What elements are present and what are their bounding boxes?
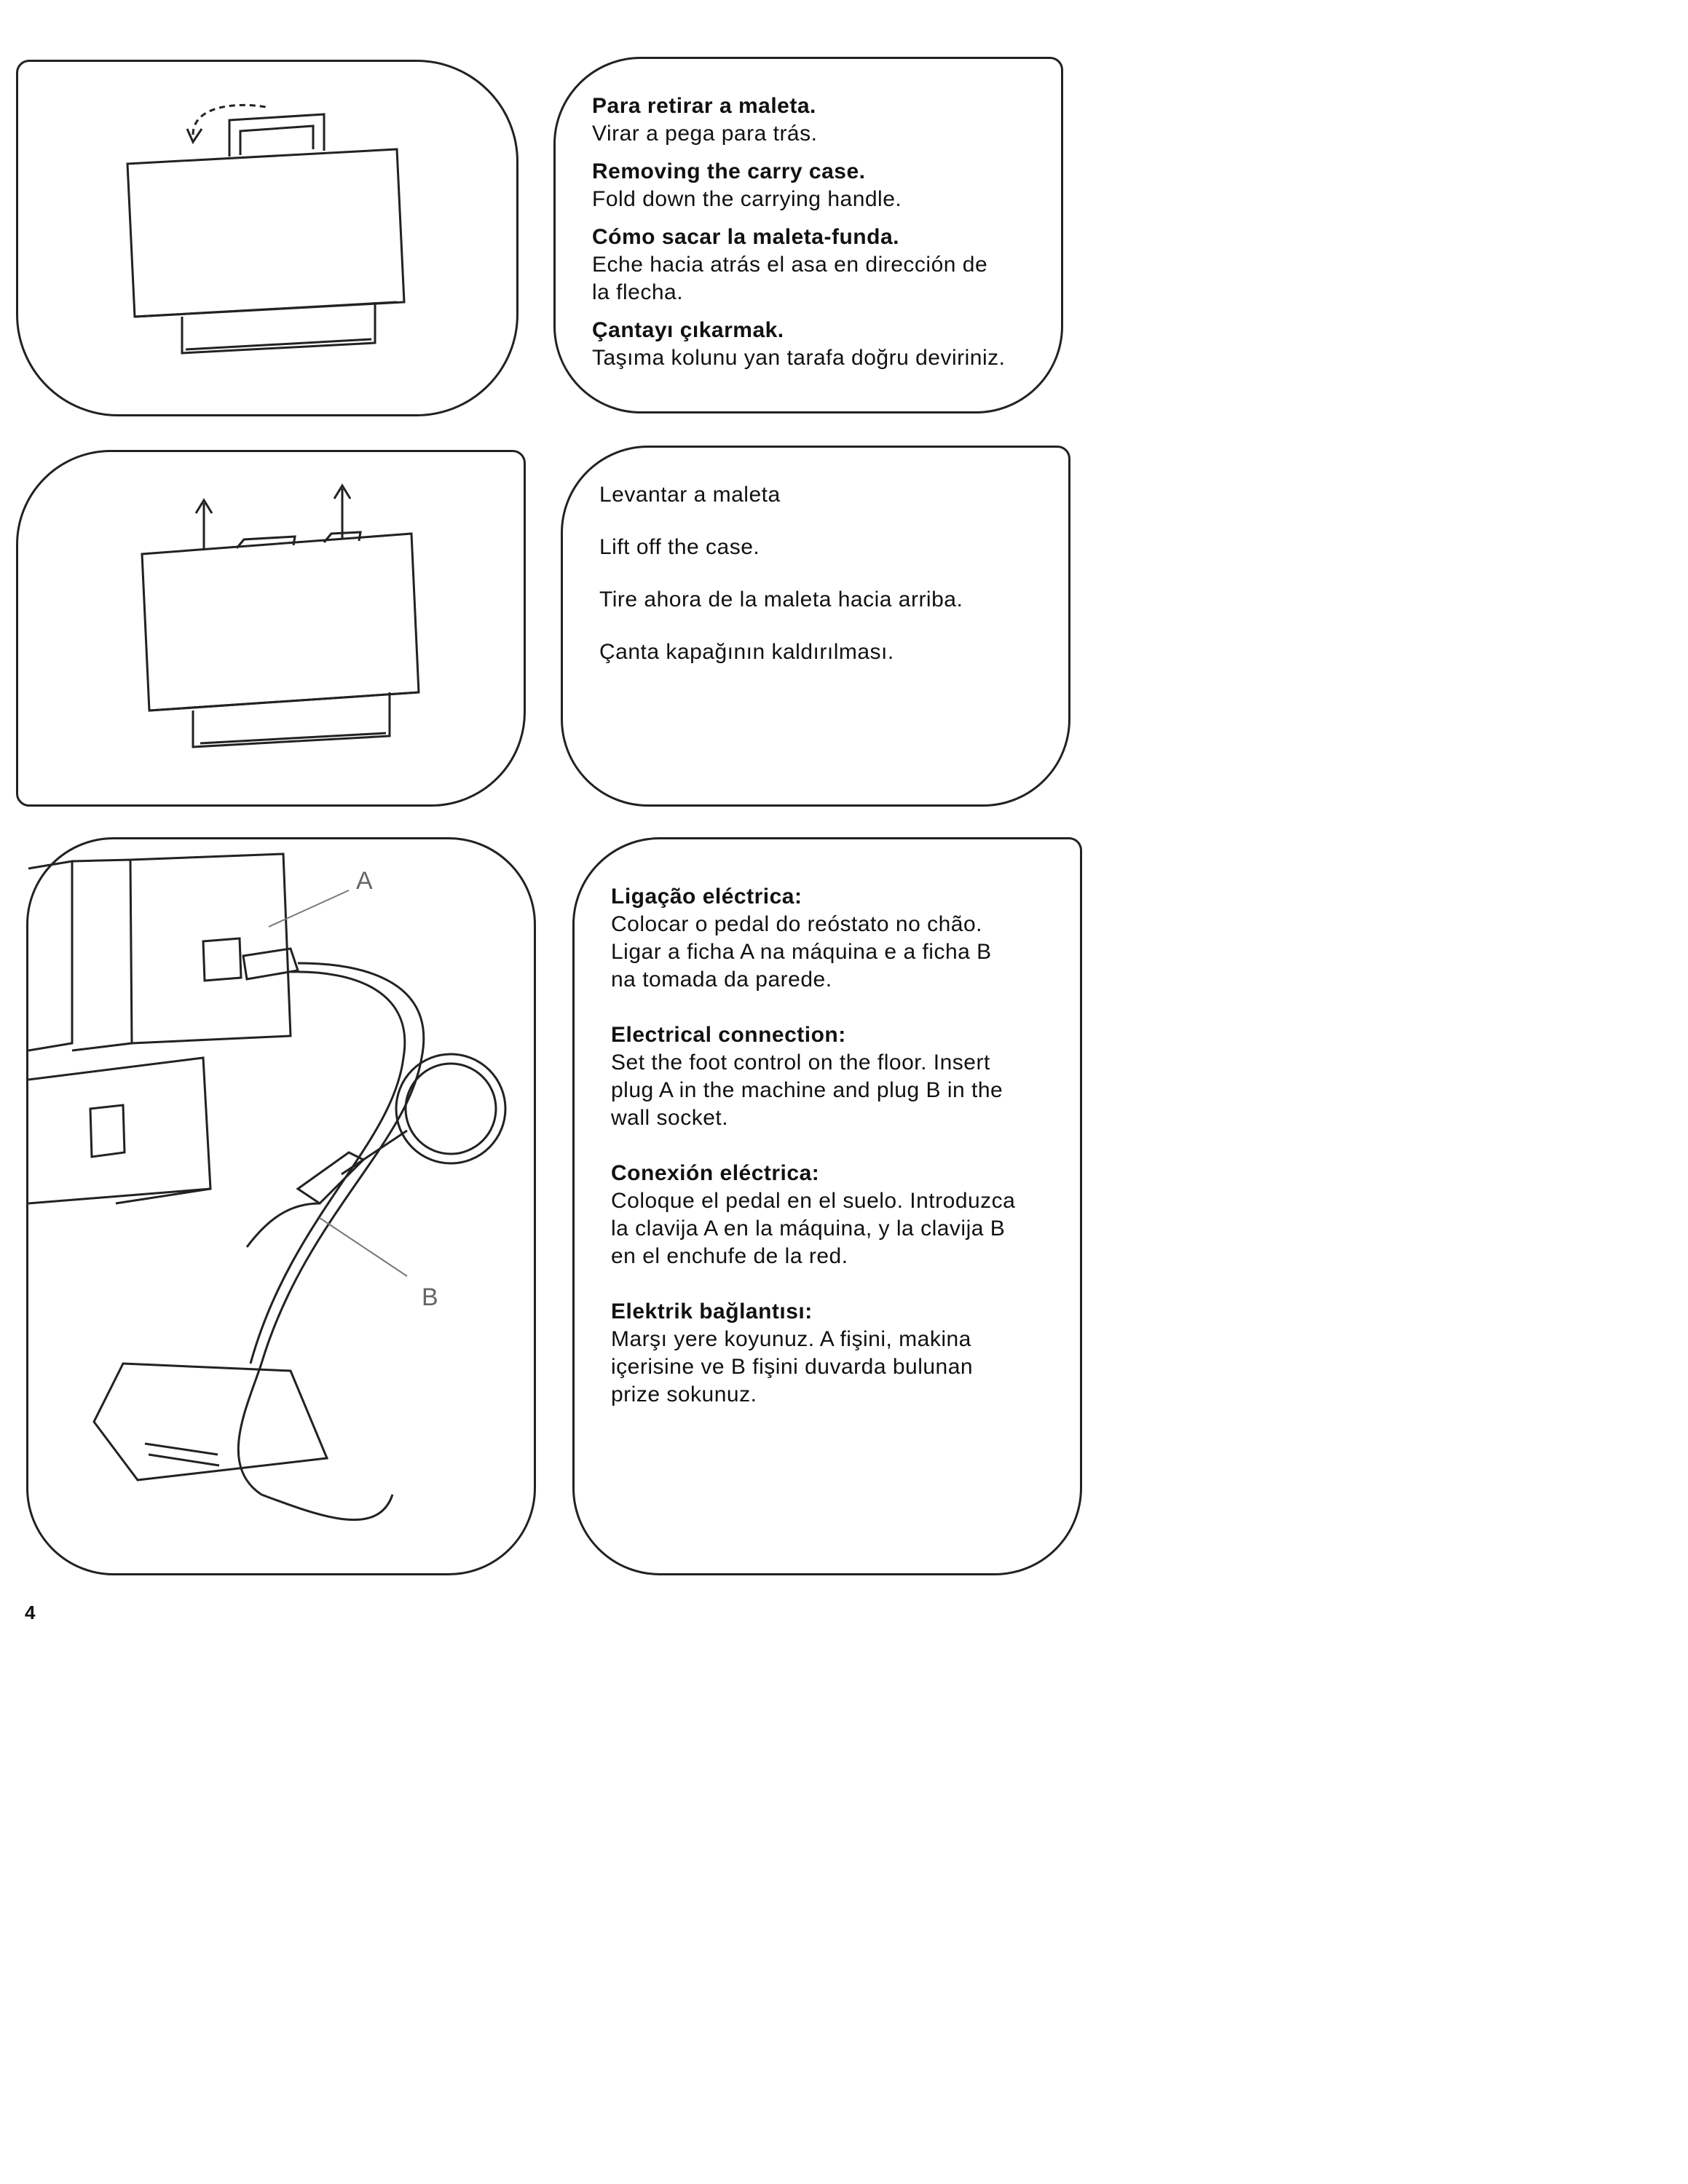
block-body: Eche hacia atrás el asa en dirección de …	[592, 253, 988, 304]
electrical-connection-illustration: A B	[28, 852, 507, 1522]
block-body: Set the foot control on the floor. Inser…	[611, 1051, 1003, 1130]
text-block: Para retirar a maleta. Virar a pega para…	[592, 92, 1025, 148]
instruction-line: Çanta kapağının kaldırılması.	[599, 640, 894, 664]
instruction-line: Lift off the case.	[599, 535, 760, 559]
page-number: 4	[25, 1602, 36, 1623]
block-body: Colocar o pedal do reóstato no chão. Lig…	[611, 912, 992, 992]
instruction-line: Tire ahora de la maleta hacia arriba.	[599, 587, 963, 612]
plug-b-label: B	[422, 1283, 438, 1311]
block-heading: Conexión eléctrica:	[611, 1161, 820, 1185]
text-block: Cómo sacar la maleta-funda. Eche hacia a…	[592, 223, 1025, 306]
text-block: Conexión eléctrica: Coloque el pedal en …	[611, 1160, 1044, 1270]
block-heading: Para retirar a maleta.	[592, 94, 816, 118]
text-block: Elektrik bağlantısı: Marşı yere koyunuz.…	[611, 1298, 1044, 1409]
block-body: Virar a pega para trás.	[592, 122, 818, 146]
text-panel-removing-case: Para retirar a maleta. Virar a pega para…	[553, 57, 1063, 414]
block-body: Marşı yere koyunuz. A fişini, makina içe…	[611, 1327, 974, 1406]
lift-case-illustration	[141, 483, 420, 748]
block-heading: Electrical connection:	[611, 1023, 846, 1047]
block-heading: Çantayı çıkarmak.	[592, 318, 784, 342]
block-heading: Removing the carry case.	[592, 159, 866, 183]
block-body: Taşıma kolunu yan tarafa doğru deviriniz…	[592, 346, 1006, 370]
block-heading: Cómo sacar la maleta-funda.	[592, 225, 899, 249]
text-block: Removing the carry case. Fold down the c…	[592, 158, 1025, 213]
instruction-line: Levantar a maleta	[599, 483, 781, 507]
text-block: Çantayı çıkarmak. Taşıma kolunu yan tara…	[592, 317, 1025, 372]
text-panel-electrical: Ligação eléctrica: Colocar o pedal do re…	[572, 837, 1082, 1575]
block-body: Coloque el pedal en el suelo. Introduzca…	[611, 1189, 1016, 1268]
carry-case-handle-illustration	[126, 103, 406, 355]
block-body: Fold down the carrying handle.	[592, 187, 902, 211]
illustration-panel-electrical: A B	[26, 837, 536, 1575]
plug-a-label: A	[356, 867, 373, 895]
text-block: Ligação eléctrica: Colocar o pedal do re…	[611, 883, 1044, 994]
illustration-panel-carry-case	[16, 60, 518, 416]
text-panel-lift-case: Levantar a maleta Lift off the case. Tir…	[561, 446, 1070, 807]
illustration-panel-lift-case	[16, 450, 526, 807]
text-block: Electrical connection: Set the foot cont…	[611, 1021, 1044, 1132]
block-heading: Ligação eléctrica:	[611, 885, 802, 909]
block-heading: Elektrik bağlantısı:	[611, 1299, 813, 1324]
